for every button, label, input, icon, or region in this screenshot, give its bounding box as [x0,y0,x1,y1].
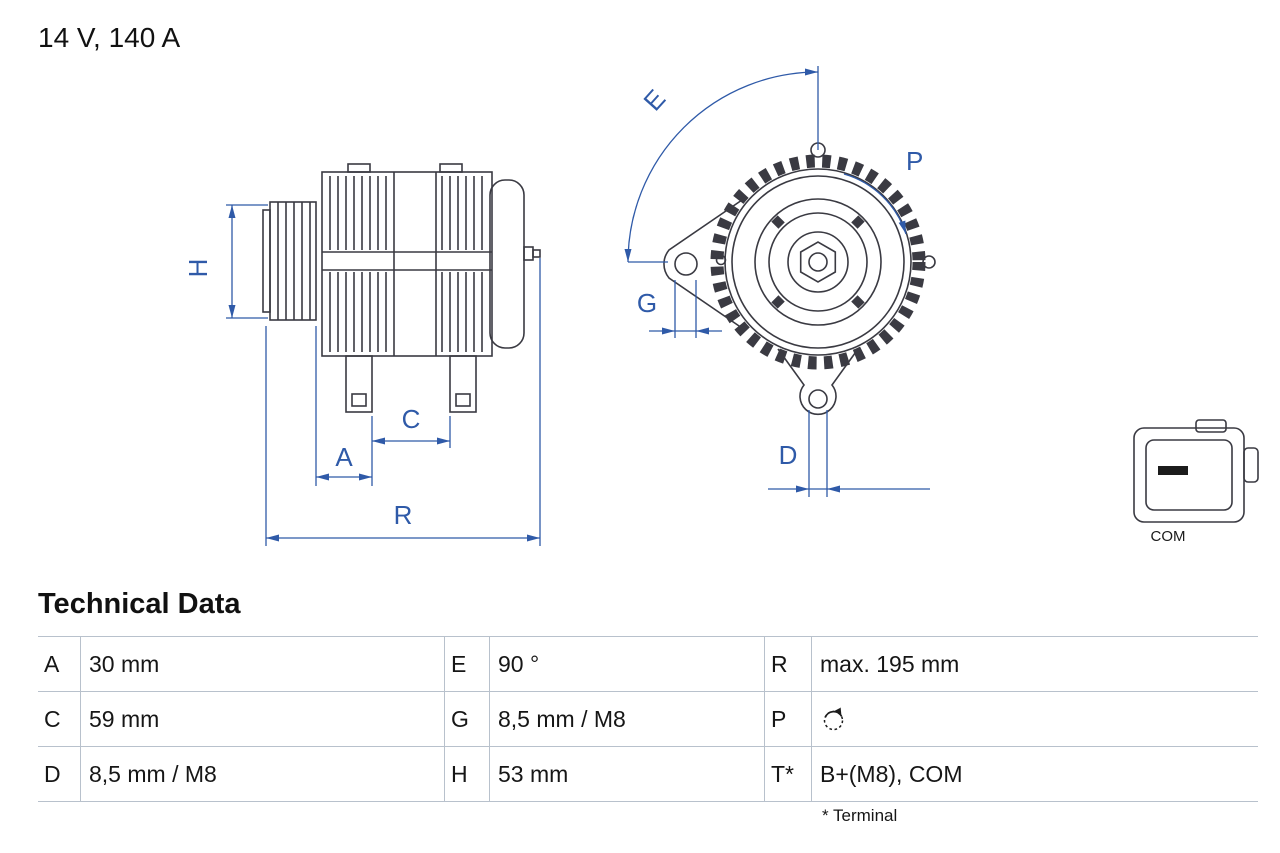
terminal-footnote: * Terminal [822,806,898,825]
dim-label-G: G [637,288,657,318]
front-mounting-arm [663,199,743,329]
spec-key: T* [764,747,811,802]
dimension-H: H [183,204,268,319]
spec-value: 30 mm [80,637,444,692]
side-mounting-feet [345,355,477,413]
spec-key: P [764,692,811,747]
dimension-C: C [372,404,451,448]
spec-key: E [444,637,489,692]
spec-value: max. 195 mm [811,637,1258,692]
spec-value: 59 mm [80,692,444,747]
spec-value: 53 mm [489,747,764,802]
side-housing [321,163,493,357]
product-rating: 14 V, 140 A [38,22,181,53]
spec-value: 8,5 mm / M8 [80,747,444,802]
pulley [262,201,317,321]
spec-value: 8,5 mm / M8 [489,692,764,747]
front-stator-ring [710,142,936,370]
spec-value: 90 ° [489,637,764,692]
spec-key: R [764,637,811,692]
dim-label-A: A [335,442,353,472]
spec-key: H [444,747,489,802]
shaft-hex-nut [787,231,849,293]
dim-label-E: E [637,83,671,116]
front-bottom-lug [777,348,859,416]
dim-label-D: D [779,440,798,470]
dim-label-P: P [906,146,923,176]
dimension-R: R [265,258,541,546]
rotation-direction-icon [823,707,844,730]
dimension-G: G [637,280,722,338]
dim-label-C: C [402,404,421,434]
spec-key: C [38,692,80,747]
technical-data-table: A 30 mm E 90 ° R max. 195 mm C 59 mm G 8… [38,636,1258,802]
alternator-front-view: E P G D [624,66,936,497]
technical-data-heading: Technical Data [38,588,241,620]
alternator-side-view: H A C R [183,163,541,546]
dim-label-R: R [394,500,413,530]
dimension-A: A [315,326,373,486]
connector-label: COM [1151,528,1186,545]
dimension-P: P [843,146,923,235]
dim-label-H: H [183,259,213,278]
technical-drawing: H A C R [183,66,1259,546]
dimension-E: E [624,66,819,263]
spec-key: G [444,692,489,747]
spec-key: D [38,747,80,802]
connector-pin-slot [1158,466,1188,475]
spec-key: A [38,637,80,692]
dimension-D: D [768,410,930,497]
com-connector: COM [1133,419,1259,545]
side-rear-cover [489,179,541,349]
spec-value: B+(M8), COM [811,747,1258,802]
spec-value-rotation [811,692,1258,747]
